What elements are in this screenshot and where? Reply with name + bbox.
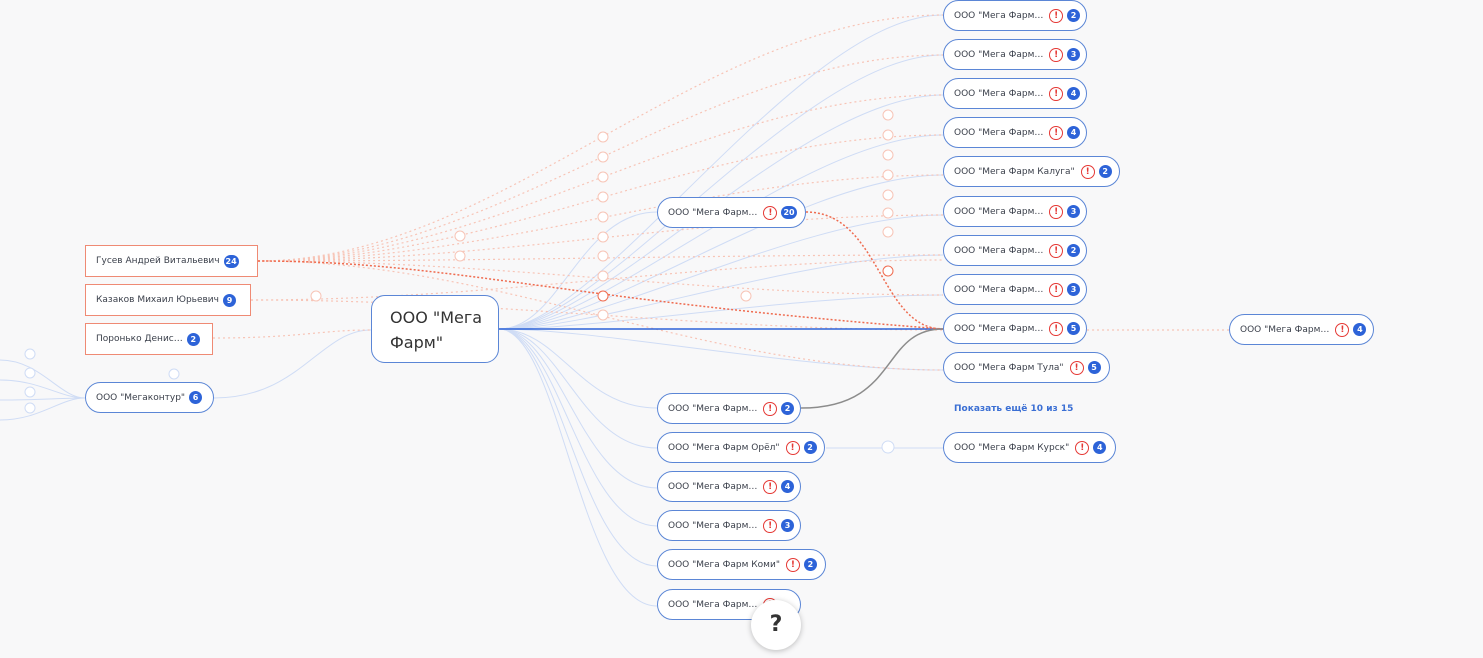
count-badge: 5	[1087, 361, 1101, 374]
company-node[interactable]: ООО "Мега Фарм… ! 3	[943, 39, 1087, 70]
count-badge: 3	[781, 519, 794, 532]
warning-icon: !	[1049, 125, 1063, 140]
person-node[interactable]: Казаков Михаил Юрьевич 9	[85, 284, 251, 316]
warning-icon: !	[1075, 440, 1090, 455]
company-node[interactable]: ООО "Мега Фарм Орёл" ! 2	[657, 432, 825, 463]
count-badge: 2	[803, 441, 817, 454]
count-badge: 3	[1067, 205, 1080, 218]
count-badge: 2	[1067, 244, 1080, 257]
count-badge: 4	[781, 480, 794, 493]
count-badge: 4	[1067, 126, 1080, 139]
company-name: ООО "Мега Фарм…	[954, 127, 1044, 138]
company-node[interactable]: ООО "Мега Фарм Курск" ! 4	[943, 432, 1116, 463]
warning-icon: !	[763, 479, 777, 494]
company-name: ООО "Мегаконтур"	[96, 392, 186, 403]
count-badge: 3	[1067, 283, 1080, 296]
company-name: ООО "Мега Фарм…	[954, 323, 1044, 334]
main-company-node[interactable]: ООО "Мега Фарм"	[371, 295, 499, 363]
company-node[interactable]: ООО "Мега Фарм Калуга" ! 2	[943, 156, 1120, 187]
company-name: ООО "Мега Фарм…	[954, 284, 1044, 295]
company-node[interactable]: ООО "Мега Фарм… ! 2	[943, 0, 1087, 31]
count-badge: 2	[803, 558, 817, 571]
warning-icon: !	[763, 518, 777, 533]
company-name: ООО "Мега Фарм…	[954, 206, 1044, 217]
warning-icon: !	[1335, 322, 1350, 337]
company-name: ООО "Мега Фарм Коми"	[668, 559, 780, 570]
person-name: Поронько Денис…	[96, 334, 183, 344]
warning-icon: !	[763, 401, 777, 416]
person-node[interactable]: Поронько Денис… 2	[85, 323, 213, 355]
count-badge: 2	[1098, 165, 1112, 178]
warning-icon: !	[1080, 164, 1095, 179]
company-node[interactable]: ООО "Мегаконтур" 6	[85, 382, 214, 413]
company-name: ООО "Мега Фарм…	[954, 88, 1044, 99]
company-node[interactable]: ООО "Мега Фарм… ! 4	[943, 78, 1087, 109]
company-node[interactable]: ООО "Мега Фарм… ! 4	[1229, 314, 1374, 345]
count-badge: 4	[1353, 323, 1367, 336]
company-node[interactable]: ООО "Мега Фарм… ! 3	[943, 196, 1087, 227]
count-badge: 20	[781, 206, 797, 219]
company-name: ООО "Мега Фарм…	[668, 520, 758, 531]
company-name: ООО "Мега Фарм Калуга"	[954, 166, 1075, 177]
company-name: ООО "Мега Фарм Курск"	[954, 442, 1070, 453]
company-name: ООО "Мега Фарм…	[668, 481, 758, 492]
count-badge: 5	[1067, 322, 1080, 335]
main-company-name-line2: Фарм"	[390, 333, 444, 352]
company-name: ООО "Мега Фарм…	[954, 10, 1044, 21]
company-name: ООО "Мега Фарм…	[1240, 324, 1330, 335]
company-name: ООО "Мега Фарм…	[668, 207, 758, 218]
count-badge: 2	[781, 402, 794, 415]
warning-icon: !	[785, 557, 800, 572]
company-node[interactable]: ООО "Мега Фарм… ! 20	[657, 197, 806, 228]
show-more-link[interactable]: Показать ещё 10 из 15	[954, 404, 1074, 414]
company-name: ООО "Мега Фарм…	[954, 245, 1044, 256]
company-node[interactable]: ООО "Мега Фарм… ! 4	[943, 117, 1087, 148]
company-node[interactable]: ООО "Мега Фарм… ! 3	[657, 510, 801, 541]
warning-icon: !	[785, 440, 800, 455]
warning-icon: !	[1049, 282, 1063, 297]
warning-icon: !	[1049, 86, 1063, 101]
company-node[interactable]: ООО "Мега Фарм… ! 3	[943, 274, 1087, 305]
count-badge: 9	[222, 293, 236, 307]
company-name: ООО "Мега Фарм…	[668, 599, 758, 610]
warning-icon: !	[1049, 321, 1063, 336]
company-name: ООО "Мега Фарм…	[668, 403, 758, 414]
warning-icon: !	[1049, 243, 1063, 258]
company-name: ООО "Мега Фарм Орёл"	[668, 442, 780, 453]
person-name: Казаков Михаил Юрьевич	[96, 295, 219, 305]
count-badge: 4	[1093, 441, 1107, 454]
main-company-name-line1: ООО "Мега	[390, 308, 483, 327]
warning-icon: !	[1049, 204, 1063, 219]
count-badge: 3	[1067, 48, 1080, 61]
company-node[interactable]: ООО "Мега Фарм… ! 4	[657, 471, 801, 502]
company-node[interactable]: ООО "Мега Фарм… ! 2	[657, 393, 801, 424]
warning-icon: !	[1049, 8, 1063, 23]
count-badge: 4	[1067, 87, 1080, 100]
company-name: ООО "Мега Фарм…	[954, 49, 1044, 60]
warning-icon: !	[1069, 360, 1084, 375]
count-badge: 2	[1067, 9, 1080, 22]
help-button[interactable]: ?	[751, 600, 801, 650]
company-node[interactable]: ООО "Мега Фарм Тула" ! 5	[943, 352, 1110, 383]
company-node[interactable]: ООО "Мега Фарм Коми" ! 2	[657, 549, 826, 580]
person-node[interactable]: Гусев Андрей Витальевич 24	[85, 245, 258, 277]
count-badge: 24	[223, 254, 239, 268]
count-badge: 6	[189, 391, 203, 404]
person-name: Гусев Андрей Витальевич	[96, 256, 220, 266]
company-node[interactable]: ООО "Мега Фарм… ! 5	[943, 313, 1087, 344]
count-badge: 2	[186, 332, 200, 346]
warning-icon: !	[1049, 47, 1063, 62]
warning-icon: !	[763, 205, 778, 220]
company-name: ООО "Мега Фарм Тула"	[954, 362, 1064, 373]
company-node[interactable]: ООО "Мега Фарм… ! 2	[943, 235, 1087, 266]
